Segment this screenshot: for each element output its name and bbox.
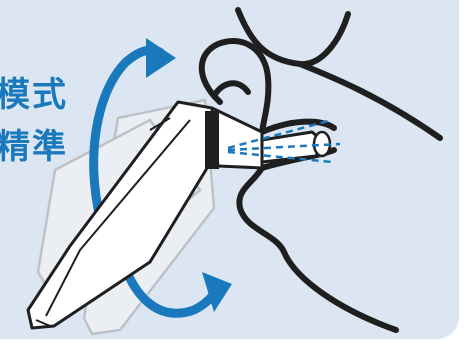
ear-outline: [202, 10, 440, 330]
device-illustration: [0, 0, 459, 339]
illustration-panel: 模式 精準: [0, 0, 459, 339]
